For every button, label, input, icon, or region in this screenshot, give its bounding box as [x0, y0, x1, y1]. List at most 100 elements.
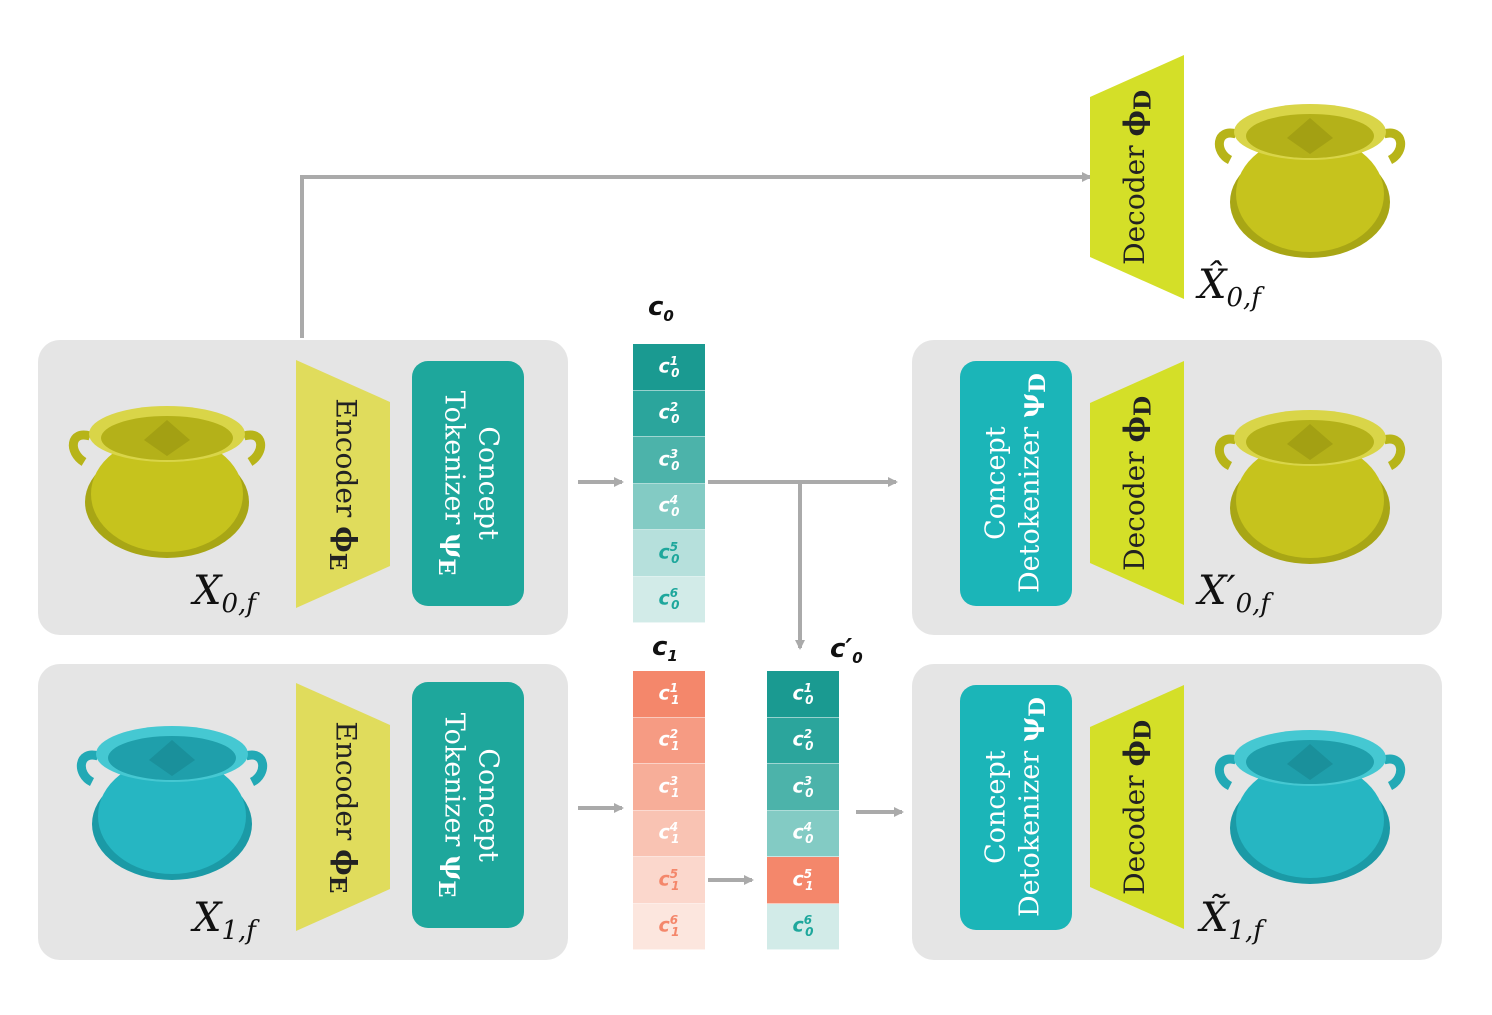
concept-symbol: c20: [659, 400, 680, 426]
concept-symbol-source: 0: [671, 412, 680, 427]
concept-cell: c21: [633, 717, 705, 764]
concept-symbol-source: 0: [805, 785, 814, 800]
concept-symbol-base: c: [658, 775, 670, 798]
concept-symbol-index: 5: [669, 539, 679, 554]
decoder-label-top: Decoder ϕD: [1117, 395, 1157, 571]
concept-symbol-index: 6: [803, 913, 813, 928]
concept-symbol-base: c: [792, 775, 804, 798]
skip-arrow: [300, 172, 1092, 338]
concept-cell: c40: [767, 810, 839, 857]
concept-cell: c30: [633, 437, 705, 484]
concept-symbol-index: 5: [803, 866, 813, 881]
concept-symbol: c40: [793, 820, 814, 846]
concept-symbol-base: c: [658, 494, 670, 517]
label-x1f: X1,f: [193, 895, 256, 946]
concept-symbol-index: 3: [669, 446, 679, 461]
concept-symbol-source: 0: [671, 505, 680, 520]
concept-symbol-source: 0: [805, 739, 814, 754]
concept-cell: c10: [767, 671, 839, 718]
concept-symbol-source: 0: [671, 598, 680, 613]
concept-symbol-index: 5: [669, 866, 679, 881]
concept-symbol: c51: [659, 867, 680, 893]
concept-cell: c61: [633, 903, 705, 950]
concept-symbol-base: c: [658, 868, 670, 891]
label-c0prime: c′0: [830, 634, 863, 668]
encoder-trapezoid-top: [296, 360, 390, 608]
pot-teal-input-image: [77, 726, 267, 880]
concept-symbol-base: c: [658, 728, 670, 751]
concept-symbol-source: 0: [671, 458, 680, 473]
label-c0: c0: [648, 292, 674, 326]
concept-cell: c41: [633, 810, 705, 857]
concept-symbol-index: 1: [803, 680, 813, 695]
concept-symbol-source: 1: [671, 785, 680, 800]
concept-cell: c51: [767, 857, 839, 904]
concept-detokenizer-top: [960, 361, 1072, 606]
encoder-trapezoid-bottom: [296, 683, 390, 931]
concept-tokenizer-top: [412, 361, 524, 606]
concept-symbol-source: 1: [671, 832, 680, 847]
concept-symbol-base: c: [792, 728, 804, 751]
decoder-trapezoid-bottom: [1090, 685, 1184, 929]
concept-cell: c20: [633, 390, 705, 437]
encoder-label-bottom: Encoder ϕE: [323, 721, 363, 893]
concept-symbol-source: 1: [671, 692, 680, 707]
label-x0prime: X′0,f: [1198, 568, 1270, 619]
concept-symbol-source: 1: [805, 878, 814, 893]
label-c1: c1: [652, 632, 678, 666]
concept-cell: c11: [633, 671, 705, 718]
concept-tokenizer-bottom: [412, 682, 524, 928]
pot-yellow-output-image: [1215, 410, 1405, 564]
concept-cell: c50: [633, 530, 705, 577]
concept-symbol: c21: [659, 727, 680, 753]
concept-symbol-source: 1: [671, 739, 680, 754]
concept-symbol-source: 0: [805, 925, 814, 940]
concept-symbol: c11: [659, 681, 680, 707]
concept-cell: c31: [633, 764, 705, 811]
concept-symbol: c60: [793, 913, 814, 939]
concept-symbol-base: c: [658, 541, 670, 564]
concept-symbol: c51: [793, 867, 814, 893]
concept-cell: c60: [633, 576, 705, 623]
label-x1tilde: X̃1,f: [1200, 895, 1263, 946]
label-x0f: X0,f: [193, 568, 256, 619]
concept-symbol-source: 0: [805, 832, 814, 847]
concept-symbol-index: 4: [669, 820, 679, 835]
concept-symbol-base: c: [658, 448, 670, 471]
concept-detokenizer-bottom: [960, 685, 1072, 930]
concept-symbol-source: 0: [671, 365, 680, 380]
concept-cell: c20: [767, 717, 839, 764]
concept-symbol-index: 2: [803, 727, 813, 742]
concept-cell: c51: [633, 857, 705, 904]
decoder-trapezoid-top: [1090, 361, 1184, 605]
concept-symbol-base: c: [658, 401, 670, 424]
concept-symbol-base: c: [658, 355, 670, 378]
concept-symbol-base: c: [792, 868, 804, 891]
concept-symbol-source: 0: [671, 551, 680, 566]
label-x0hat: X̂0,f: [1198, 262, 1261, 313]
concept-symbol: c30: [659, 447, 680, 473]
concept-symbol-index: 3: [803, 773, 813, 788]
concept-symbol-index: 1: [669, 353, 679, 368]
decoder-trapezoid-top-standalone: [1090, 55, 1184, 299]
concept-symbol: c61: [659, 913, 680, 939]
concept-symbol-index: 4: [803, 820, 813, 835]
pot-teal-output-image: [1215, 730, 1405, 884]
concept-symbol-source: 0: [805, 692, 814, 707]
concept-symbol: c60: [659, 586, 680, 612]
decoder-label-top-standalone: Decoder ϕD: [1117, 89, 1157, 265]
pot-yellow-input-image: [69, 406, 265, 558]
concept-symbol-index: 2: [669, 727, 679, 742]
concept-cell: c10: [633, 344, 705, 391]
concept-symbol-index: 4: [669, 493, 679, 508]
concept-symbol-source: 1: [671, 878, 680, 893]
concept-symbol: c10: [793, 681, 814, 707]
concept-symbol: c20: [793, 727, 814, 753]
